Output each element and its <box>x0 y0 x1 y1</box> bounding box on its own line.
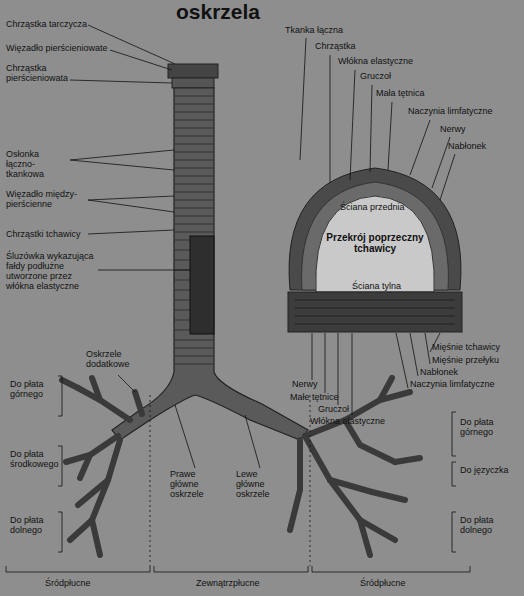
thyroid-cartilage <box>168 64 218 78</box>
trachea-body <box>112 88 308 440</box>
muscle-hatching <box>295 300 455 324</box>
part-label: Włókna elastyczne <box>338 57 413 67</box>
cross-section-lumen <box>316 196 434 292</box>
part-label: Do płata dolnego <box>10 516 54 536</box>
mucosa-window <box>190 236 214 334</box>
part-label: Śródpłucne <box>45 579 91 589</box>
part-label: Tkanka łączna <box>285 26 343 36</box>
part-label: Do płata górnego <box>10 380 54 400</box>
part-label: Chrząstka tarczycza <box>6 20 87 30</box>
part-label: Nerwy <box>440 125 466 135</box>
leader-lines <box>70 25 455 468</box>
part-label: Mięśnie przełyku <box>432 356 499 366</box>
part-label: Nabłonek <box>448 142 486 152</box>
part-label: Gruczoł <box>360 72 391 82</box>
part-label: Chrząstka <box>315 42 356 52</box>
part-label: Naczynia limfatyczne <box>408 107 493 117</box>
part-label: Do płata środkowego <box>10 450 54 470</box>
part-label: Mięśnie tchawicy <box>432 343 500 353</box>
part-label: Śródpłucne <box>360 579 406 589</box>
right-bronchial-tree <box>62 378 142 555</box>
part-label: Nerwy <box>292 380 318 390</box>
title: oskrzela <box>176 0 260 24</box>
part-label: Osłonka łączno-tkankowa <box>6 150 70 180</box>
part-label: Chrząstki tchawicy <box>6 230 81 240</box>
part-label: Gruczoł <box>318 405 349 415</box>
part-label: Chrząstka pierścieniowata <box>6 64 70 84</box>
left-bronchial-tree <box>290 378 420 555</box>
part-label: Śluzówka wykazująca fałdy podłużne utwor… <box>6 252 98 292</box>
part-label: Małe tętnice <box>290 393 339 403</box>
cricoid-cartilage <box>172 78 214 88</box>
part-label: Więzadło między-pierścienne <box>6 190 86 210</box>
part-label: Prawe główne oskrzele <box>170 470 216 500</box>
part-label: Włókna elastyczne <box>310 417 385 427</box>
part-label: Do języczka <box>460 466 510 476</box>
part-label: Więzadło pierścieniowate <box>6 44 108 54</box>
part-label: Oskrzele dodatkowe <box>86 350 146 370</box>
posterior-wall-muscle <box>288 292 462 332</box>
part-label: Do płata górnego <box>460 418 510 438</box>
part-label: Mała tętnica <box>376 89 425 99</box>
lobe-brackets <box>6 376 470 572</box>
part-label: Zewnątrzpłucne <box>196 579 260 589</box>
part-label: Nabłonek <box>420 368 458 378</box>
part-label: Przekrój poprzeczny tchawicy <box>325 232 425 254</box>
part-label: Ściana tylna <box>352 282 401 292</box>
part-label: Naczynia limfatyczne <box>410 380 495 390</box>
trachea-rings <box>174 96 214 364</box>
part-label: Ściana przednia <box>340 203 405 213</box>
part-label: Lewe główne oskrzele <box>236 470 282 500</box>
part-label: Do płata dolnego <box>460 516 510 536</box>
